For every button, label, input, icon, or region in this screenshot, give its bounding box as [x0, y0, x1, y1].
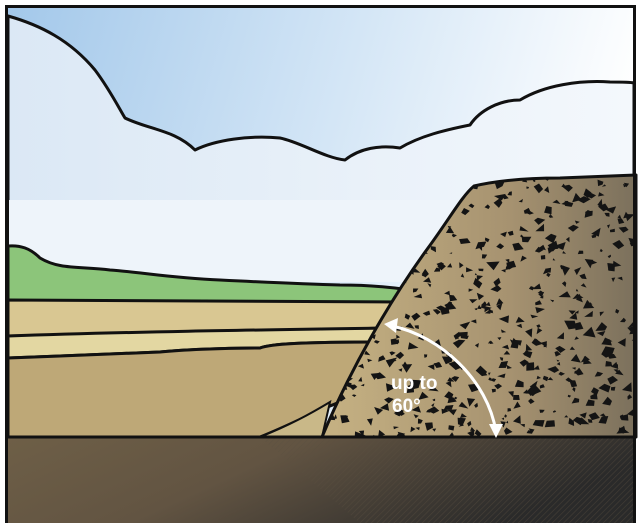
rock-chip: [526, 362, 534, 371]
rock-chip: [513, 395, 520, 400]
angle-label-line2: 60°: [392, 396, 421, 417]
angle-label-line1: up to: [391, 373, 437, 394]
rock-chip: [478, 269, 483, 272]
rock-chip: [541, 255, 546, 260]
ground: [8, 437, 636, 523]
